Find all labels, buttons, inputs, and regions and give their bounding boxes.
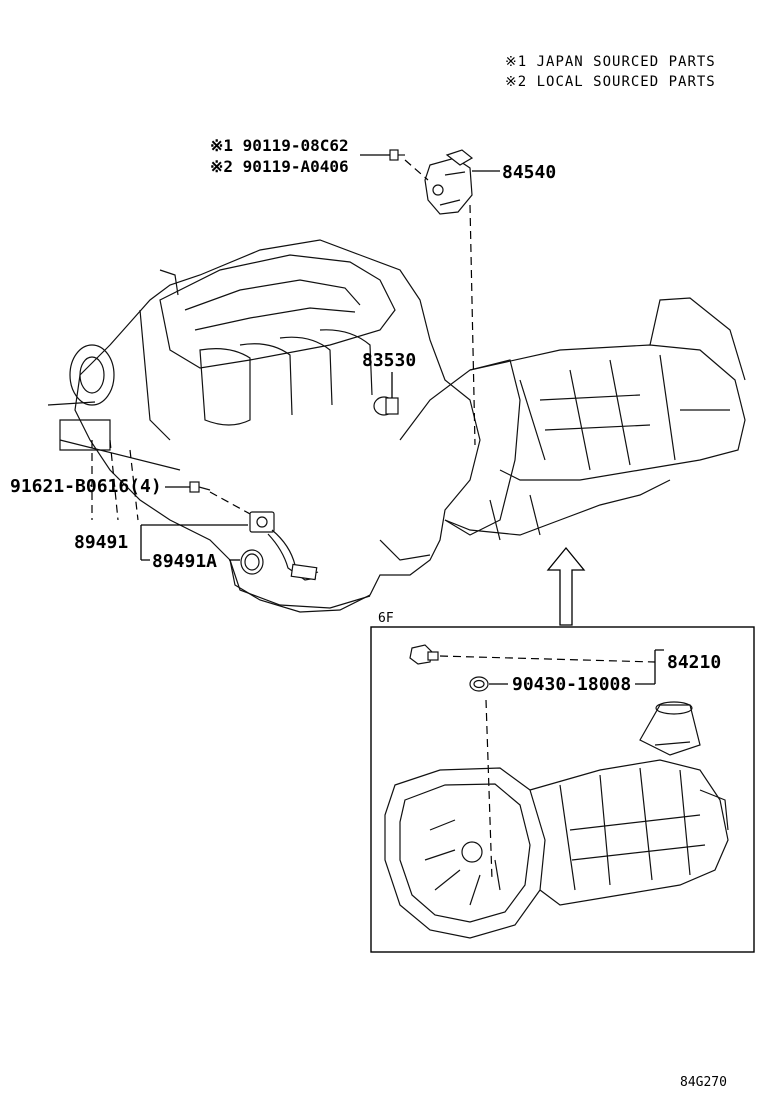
gasket-89491a-icon bbox=[240, 549, 264, 575]
engine-transmission-drawing bbox=[47, 239, 746, 613]
part-number-89491a: 89491A bbox=[152, 551, 217, 572]
dash-84210 bbox=[439, 655, 656, 663]
dash-90119-to-switch bbox=[404, 159, 429, 181]
backup-switch-84210-drawing bbox=[409, 644, 439, 665]
inset-label-6f: 6F bbox=[378, 611, 394, 626]
part-number-83530: 83530 bbox=[362, 350, 416, 371]
bracket-89491 bbox=[140, 524, 248, 561]
part-number-89491: 89491 bbox=[74, 532, 128, 553]
part-number-84540: 84540 bbox=[502, 162, 556, 183]
dash-89491-refs bbox=[91, 439, 139, 521]
harness-89491-drawing bbox=[249, 511, 319, 581]
sensor-83530-drawing bbox=[373, 396, 399, 416]
bolt-90119-icon bbox=[389, 149, 405, 161]
part-number-90119-08c62: ※1 90119-08C62 bbox=[210, 136, 349, 155]
bracket-84210 bbox=[635, 649, 664, 685]
note-local-sourced: ※2 LOCAL SOURCED PARTS bbox=[505, 74, 716, 90]
inset-6f-box bbox=[370, 626, 755, 953]
gasket-90430-icon bbox=[469, 676, 489, 692]
part-number-84210: 84210 bbox=[667, 652, 721, 673]
note-japan-sourced: ※1 JAPAN SOURCED PARTS bbox=[505, 54, 716, 70]
part-number-91621-b0616: 91621-B0616(4) bbox=[10, 476, 162, 497]
arrow-up-icon bbox=[546, 546, 586, 626]
manual-transmission-drawing bbox=[384, 701, 729, 939]
part-number-90119-a0406: ※2 90119-A0406 bbox=[210, 157, 349, 176]
dash-91621-to-harness bbox=[209, 491, 253, 516]
figure-code: 84G270 bbox=[680, 1075, 727, 1090]
neutral-start-switch-drawing bbox=[424, 149, 474, 215]
part-number-90430-18008: 90430-18008 bbox=[512, 674, 631, 695]
dash-84540-to-trans bbox=[469, 204, 476, 446]
bolt-91621-icon bbox=[189, 481, 211, 493]
dash-90430-to-trans bbox=[485, 699, 493, 881]
